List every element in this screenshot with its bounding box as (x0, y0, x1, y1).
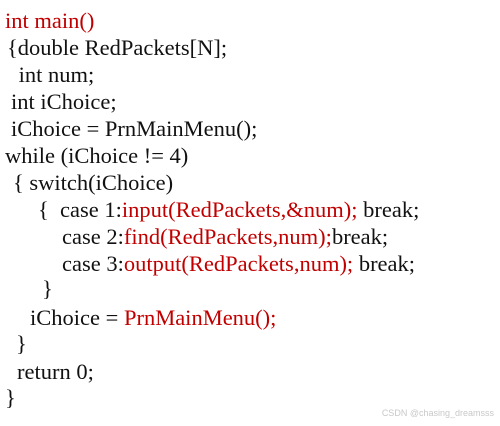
code-call-output: output(RedPackets,num); (123, 251, 354, 276)
code-text: {double RedPackets[N]; (7, 35, 228, 60)
code-line-1: int main() (5, 7, 94, 34)
code-line-8: { case 1:input(RedPackets,&num); break; (38, 196, 419, 223)
code-text: case 3: (62, 251, 124, 276)
code-line-6: while (iChoice != 4) (5, 142, 188, 169)
code-line-14: return 0; (17, 358, 94, 385)
code-text: iChoice = PrnMainMenu(); (11, 116, 258, 141)
watermark-text: CSDN @chasing_dreamsss (381, 408, 494, 418)
code-text: break; (331, 224, 389, 249)
code-text: while (iChoice != 4) (5, 143, 189, 168)
code-text: { case 1: (38, 197, 122, 222)
code-text: break; (353, 251, 416, 276)
code-text: int num; (13, 62, 95, 87)
code-line-12: iChoice = PrnMainMenu(); (30, 304, 276, 331)
code-call-input: input(RedPackets,&num); (121, 197, 358, 222)
code-line-4: int iChoice; (11, 88, 117, 115)
code-text: } (5, 385, 16, 410)
code-line-7: { switch(iChoice) (13, 169, 173, 196)
code-text: int main() (5, 8, 95, 33)
code-call-prnmainmenu: PrnMainMenu(); (123, 305, 277, 330)
code-call-find: find(RedPackets,num); (123, 224, 332, 249)
code-text: return 0; (17, 359, 94, 384)
code-text: break; (357, 197, 420, 222)
code-text: } (16, 331, 27, 356)
code-line-5: iChoice = PrnMainMenu(); (11, 115, 257, 142)
code-line-10: case 3:output(RedPackets,num); break; (62, 250, 415, 277)
code-line-2: {double RedPackets[N]; (7, 34, 227, 61)
code-text: iChoice = (30, 305, 124, 330)
code-text: int iChoice; (11, 89, 117, 114)
code-text: { switch(iChoice) (13, 170, 174, 195)
code-line-11: } (42, 275, 53, 302)
code-line-15: } (5, 384, 16, 411)
code-line-13: } (16, 330, 27, 357)
code-line-3: int num; (13, 61, 95, 88)
code-line-9: case 2:find(RedPackets,num);break; (62, 223, 388, 250)
code-text: case 2: (62, 224, 124, 249)
code-text: } (42, 276, 53, 301)
